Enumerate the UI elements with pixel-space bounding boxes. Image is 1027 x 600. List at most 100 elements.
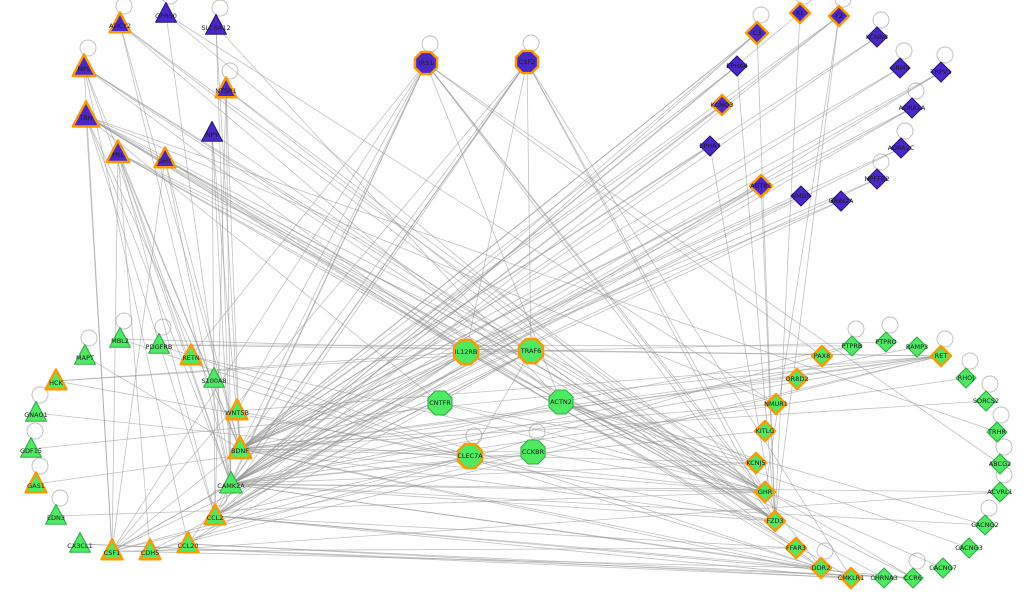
- node-shape-octagon[interactable]: [452, 338, 480, 366]
- node-shape-diamond[interactable]: [929, 344, 953, 368]
- node-KCNJ5[interactable]: KCNJ5: [744, 451, 768, 475]
- node-shape-triangle[interactable]: [148, 332, 170, 354]
- node-shape-diamond[interactable]: [753, 480, 777, 504]
- node-MAPT[interactable]: MAPT: [74, 343, 96, 365]
- node-shape-triangle[interactable]: [203, 503, 227, 526]
- node-shape-triangle[interactable]: [227, 435, 253, 460]
- node-shape-diamond[interactable]: [902, 567, 924, 589]
- node-shape-octagon[interactable]: [413, 50, 439, 76]
- node-RHOJ[interactable]: RHOJ: [955, 367, 977, 389]
- node-shape-diamond[interactable]: [809, 556, 833, 580]
- node-shape-triangle[interactable]: [214, 76, 238, 99]
- node-NPFFR2[interactable]: NPFFR2: [865, 168, 890, 190]
- node-shape-diamond[interactable]: [930, 61, 952, 83]
- node-shape-triangle[interactable]: [44, 368, 68, 391]
- node-IRS1[interactable]: IRS1: [413, 50, 439, 76]
- node-shape-diamond[interactable]: [890, 137, 912, 159]
- node-NTSR1[interactable]: NTSR1: [214, 76, 238, 99]
- node-CNTFR[interactable]: CNTFR: [427, 390, 453, 416]
- node-TRH[interactable]: TRH: [71, 100, 101, 128]
- node-CACNG7[interactable]: CACNG7: [929, 557, 957, 579]
- node-MBL2[interactable]: MBL2: [109, 326, 131, 348]
- node-GAS1[interactable]: GAS1: [24, 471, 48, 494]
- node-shape-triangle[interactable]: [20, 436, 42, 458]
- node-CHRNA3[interactable]: CHRNA3: [870, 567, 898, 589]
- node-GNAO1[interactable]: GNAO1: [24, 400, 48, 422]
- node-KCNN3[interactable]: KCNN3: [866, 26, 888, 48]
- node-shape-triangle[interactable]: [176, 531, 200, 554]
- node-TRAF6[interactable]: TRAF6: [517, 337, 545, 365]
- node-OR8D2[interactable]: OR8D2: [786, 367, 809, 391]
- node-shape-octagon[interactable]: [514, 49, 540, 75]
- node-AGTR1[interactable]: AGTR1: [748, 173, 774, 199]
- node-shape-triangle[interactable]: [108, 11, 132, 34]
- node-GRM5[interactable]: GRM5: [889, 57, 911, 79]
- node-shape-triangle[interactable]: [203, 366, 225, 388]
- node-shape-triangle[interactable]: [71, 53, 97, 78]
- node-HCK[interactable]: HCK: [44, 368, 68, 391]
- node-shape-triangle[interactable]: [71, 100, 101, 128]
- node-EPHA7[interactable]: EPHA7: [699, 135, 721, 157]
- node-F2[interactable]: F2: [827, 4, 851, 28]
- node-CMKLR1[interactable]: CMKLR1: [838, 566, 865, 590]
- node-ADRA1A[interactable]: ADRA1A: [899, 97, 926, 119]
- node-shape-diamond[interactable]: [841, 335, 863, 357]
- node-shape-octagon[interactable]: [427, 390, 453, 416]
- node-shape-diamond[interactable]: [975, 390, 997, 412]
- node-shape-triangle[interactable]: [24, 471, 48, 494]
- node-shape-diamond[interactable]: [932, 557, 954, 579]
- node-shape-triangle[interactable]: [69, 531, 91, 553]
- node-shape-octagon[interactable]: [456, 442, 484, 470]
- node-shape-diamond[interactable]: [726, 55, 748, 77]
- node-shape-triangle[interactable]: [100, 538, 124, 561]
- node-GRIN2A[interactable]: GRIN2A: [829, 190, 854, 212]
- node-shape-octagon[interactable]: [548, 389, 574, 415]
- node-C3[interactable]: C3: [744, 20, 770, 46]
- node-shape-diamond[interactable]: [866, 168, 888, 190]
- node-EDN3[interactable]: EDN3: [45, 503, 67, 525]
- node-shape-diamond[interactable]: [810, 344, 834, 368]
- node-IL12RB[interactable]: IL12RB: [452, 338, 480, 366]
- node-shape-diamond[interactable]: [764, 392, 788, 416]
- node-shape-diamond[interactable]: [763, 509, 787, 533]
- node-shape-diamond[interactable]: [958, 537, 980, 559]
- node-shape-diamond[interactable]: [827, 4, 851, 28]
- node-RET[interactable]: RET: [929, 344, 953, 368]
- node-DDR2[interactable]: DDR2: [809, 556, 833, 580]
- node-PRL[interactable]: PRL: [105, 139, 131, 164]
- node-CACNG3[interactable]: CACNG3: [955, 537, 983, 559]
- node-shape-triangle[interactable]: [179, 343, 203, 366]
- node-NMBR[interactable]: NMBR: [790, 185, 812, 207]
- node-shape-triangle[interactable]: [155, 1, 177, 23]
- node-shape-diamond[interactable]: [710, 93, 734, 117]
- node-shape-octagon[interactable]: [517, 337, 545, 365]
- node-GPR50[interactable]: GPR50: [155, 1, 177, 23]
- node-shape-diamond[interactable]: [906, 336, 928, 358]
- node-CSF2[interactable]: CSF2: [514, 49, 540, 75]
- node-shape-diamond[interactable]: [744, 451, 768, 475]
- node-shape-diamond[interactable]: [748, 173, 774, 199]
- node-CCR6[interactable]: CCR6: [902, 567, 924, 589]
- node-CX3CL1[interactable]: CX3CL1: [67, 531, 93, 553]
- node-ADCY2[interactable]: ADCY2: [108, 11, 132, 34]
- node-ACVRL1[interactable]: ACVRL1: [987, 481, 1013, 503]
- node-shape-triangle[interactable]: [153, 146, 177, 169]
- node-shape-triangle[interactable]: [225, 398, 249, 421]
- node-PTPRO[interactable]: PTPRO: [875, 331, 897, 353]
- node-shape-triangle[interactable]: [201, 120, 223, 142]
- node-shape-diamond[interactable]: [875, 331, 897, 353]
- node-shape-diamond[interactable]: [989, 453, 1011, 475]
- node-shape-diamond[interactable]: [788, 1, 812, 25]
- node-shape-diamond[interactable]: [986, 421, 1008, 443]
- node-shape-triangle[interactable]: [105, 139, 131, 164]
- node-shape-diamond[interactable]: [974, 514, 996, 536]
- node-shape-triangle[interactable]: [25, 400, 47, 422]
- node-shape-diamond[interactable]: [839, 566, 863, 590]
- node-shape-diamond[interactable]: [790, 185, 812, 207]
- node-GDF15[interactable]: GDF15: [20, 436, 42, 458]
- node-shape-diamond[interactable]: [753, 419, 777, 443]
- node-shape-triangle[interactable]: [74, 343, 96, 365]
- node-CLEC7A[interactable]: CLEC7A: [456, 442, 484, 470]
- node-TRPV1[interactable]: TRPV1: [930, 61, 952, 83]
